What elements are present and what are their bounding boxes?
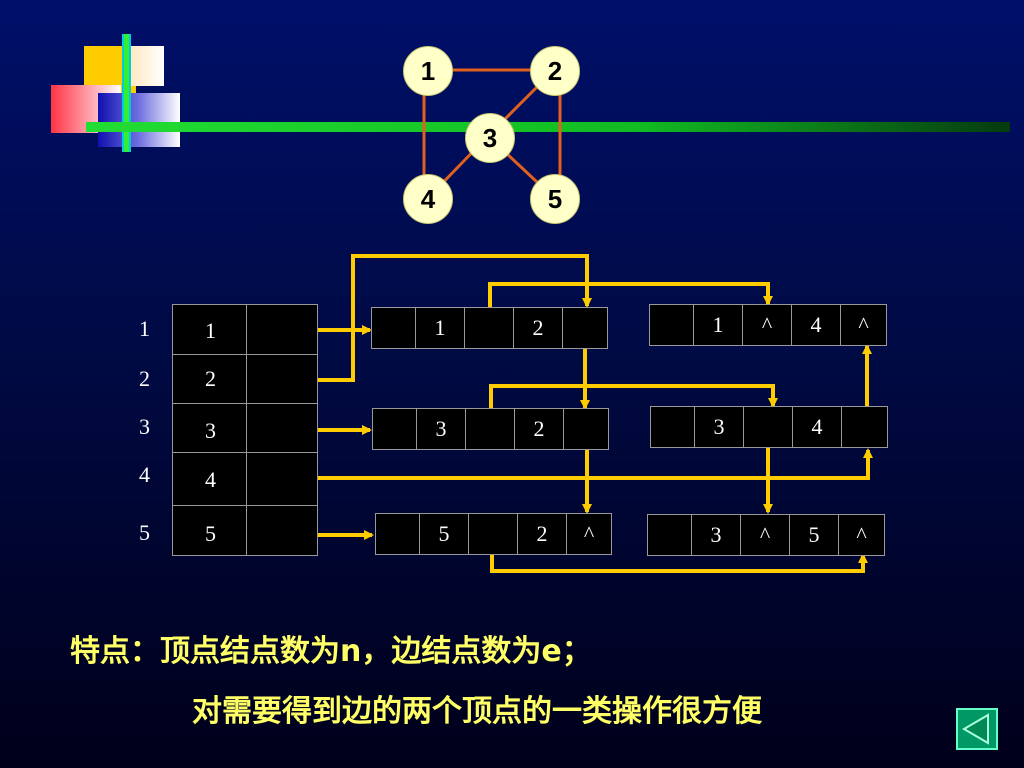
back-nav-button[interactable] [956, 708, 998, 750]
edge-node-1-4: 1^4^ [649, 304, 887, 346]
vertex-cell-2: 2 [205, 366, 216, 391]
head-pointer-2 [305, 254, 592, 382]
row-label-1: 1 [139, 316, 150, 341]
back-arrow-icon [962, 713, 989, 745]
row-label-3: 3 [139, 414, 150, 439]
row-label-5: 5 [139, 520, 150, 545]
pointer-arrows [300, 254, 873, 573]
vertex-cell-1: 1 [205, 318, 216, 343]
row-label-2: 2 [139, 366, 150, 391]
graph-node-1: 1 [403, 46, 453, 96]
head-pointer-4 [300, 448, 873, 480]
link-e5-to-e6 [490, 542, 868, 573]
link-e1-to-e2 [488, 282, 773, 318]
vertex-cell-3: 3 [205, 418, 216, 443]
caption-line-2: 对需要得到边的两个顶点的一类操作很方便 [192, 694, 762, 729]
link-e3-to-e4 [489, 384, 778, 420]
accent-bar [86, 122, 1010, 132]
vertex-cell-5: 5 [205, 521, 216, 546]
caption-line-1: 特点：顶点结点数为n，边结点数为e； [70, 634, 592, 669]
graph-node-2: 2 [530, 46, 580, 96]
row-label-4: 4 [139, 462, 150, 487]
graph-node-5: 5 [530, 174, 580, 224]
vertex-cell-4: 4 [205, 467, 216, 492]
edge-node-3-5: 3^5^ [647, 514, 885, 556]
graph-node-3: 3 [465, 113, 515, 163]
graph-node-4: 4 [403, 174, 453, 224]
